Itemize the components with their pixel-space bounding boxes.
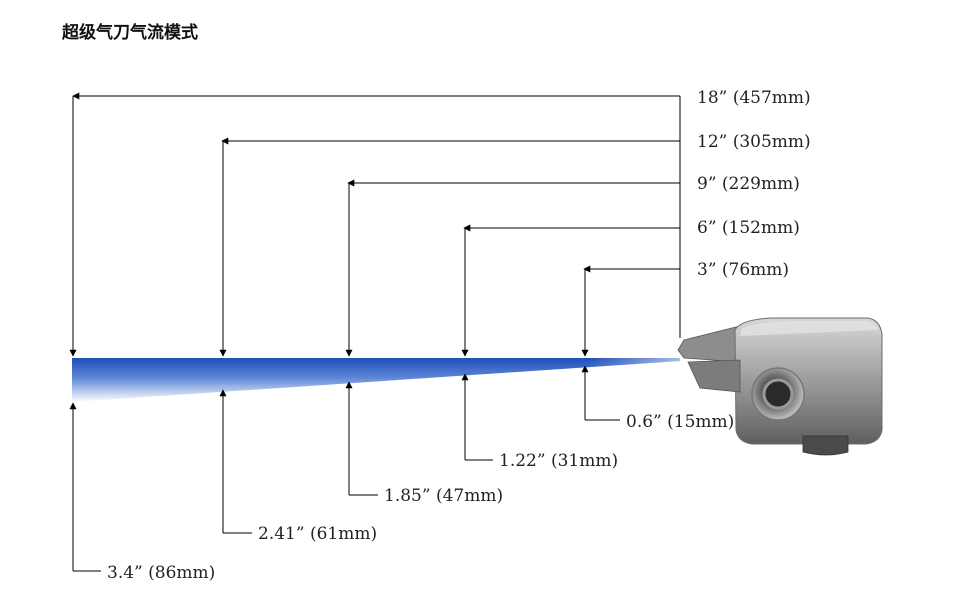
width-label-1-85in: 1.85” (47mm) xyxy=(384,486,503,506)
distance-dimension-12in xyxy=(219,137,680,357)
distance-label-18in: 18” (457mm) xyxy=(697,88,811,108)
distance-label-6in: 6” (152mm) xyxy=(697,218,800,238)
width-dimension-1-22in xyxy=(461,373,493,461)
diagram-title: 超级气刀气流模式 xyxy=(62,23,198,43)
distance-dimension-18in xyxy=(69,92,680,357)
distance-dimension-6in xyxy=(461,224,680,357)
width-label-2-41in: 2.41” (61mm) xyxy=(258,524,377,544)
air-knife-device xyxy=(677,317,883,456)
width-dimension-1-85in xyxy=(345,381,378,496)
distance-label-3in: 3” (76mm) xyxy=(697,260,789,280)
width-dimension-3-4in xyxy=(69,402,101,572)
distance-label-9in: 9” (229mm) xyxy=(697,174,800,194)
width-dimension-2-41in xyxy=(219,389,252,534)
width-dimension-0-6in xyxy=(581,365,620,421)
width-label-0-6in: 0.6” (15mm) xyxy=(626,412,734,432)
distance-label-12in: 12” (305mm) xyxy=(697,132,811,152)
width-label-3-4in: 3.4” (86mm) xyxy=(107,563,215,583)
width-label-1-22in: 1.22” (31mm) xyxy=(499,451,618,471)
distance-dimension-3in xyxy=(581,265,680,357)
distance-dimension-9in xyxy=(345,179,680,357)
